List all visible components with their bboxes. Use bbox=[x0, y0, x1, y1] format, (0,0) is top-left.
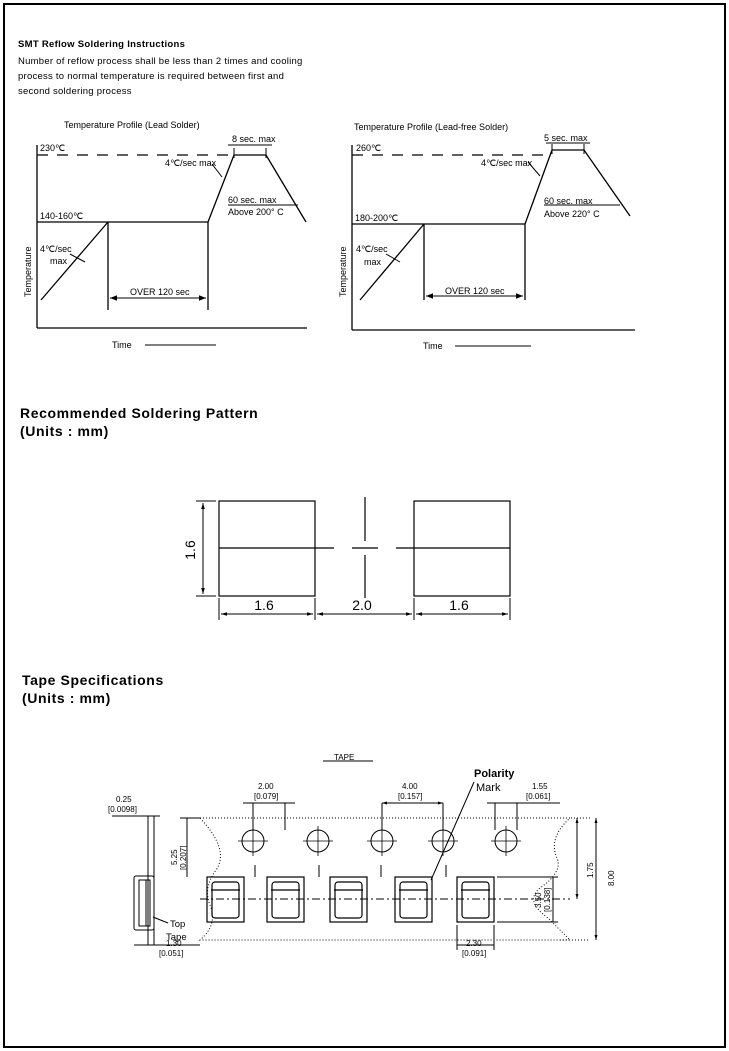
dim-1-30: 1.30 bbox=[166, 939, 182, 948]
dim-hole-edge-in: [0.207] bbox=[179, 846, 188, 870]
profile-leadfree-y-label: Temperature bbox=[338, 246, 348, 297]
tape-label: TAPE bbox=[334, 753, 354, 762]
profile-leadfree-preheat-temp: 180-200℃ bbox=[355, 213, 398, 223]
dim-pitch-2-in: [0.079] bbox=[254, 792, 278, 801]
profile-leadfree-preheat-time: OVER 120 sec bbox=[445, 286, 505, 296]
tape-title: Tape Specifications bbox=[22, 672, 164, 688]
polarity-mark-label: Mark bbox=[476, 782, 501, 794]
profile-lead-ramp-up-max: max bbox=[50, 256, 68, 266]
temperature-profiles: Temperature Profile (Lead Solder) 8 sec.… bbox=[23, 120, 635, 351]
profile-leadfree-labels: Temperature Profile (Lead-free Solder) 5… bbox=[338, 122, 600, 351]
profile-leadfree-peak-temp: 260℃ bbox=[356, 143, 381, 153]
tape-units: (Units : mm) bbox=[22, 690, 111, 706]
profile-leadfree-title: Temperature Profile (Lead-free Solder) bbox=[354, 122, 508, 132]
dim-1-30-in: [0.051] bbox=[159, 949, 183, 958]
profile-lead-ramp-down: 4℃/sec max bbox=[165, 158, 217, 168]
tape-drawing: TAPE Polarity Mark 0.25 [0.0098] 2.00 [0… bbox=[108, 753, 616, 958]
profile-lead-ramp-up: 4℃/sec bbox=[40, 244, 72, 254]
profile-leadfree-x-label: Time bbox=[423, 341, 443, 351]
profile-lead-preheat-temp: 140-160℃ bbox=[40, 211, 83, 221]
page-border bbox=[3, 3, 726, 1048]
pocket bbox=[329, 876, 368, 923]
pocket bbox=[206, 876, 245, 923]
profile-leadfree-ramp-up-max: max bbox=[364, 257, 382, 267]
pocket bbox=[266, 876, 305, 923]
reflow-text-line: Number of reflow process shall be less t… bbox=[18, 56, 303, 67]
reflow-text-line: process to normal temperature is require… bbox=[18, 71, 285, 82]
profile-lead-y-label: Temperature bbox=[23, 246, 33, 297]
dim-2-30: 2.30 bbox=[466, 939, 482, 948]
dim-3-50-in: [0.138] bbox=[543, 888, 552, 912]
dim-8-00: 8.00 bbox=[607, 870, 616, 886]
pattern-units: (Units : mm) bbox=[20, 423, 109, 439]
dim-pitch-2: 2.00 bbox=[258, 782, 274, 791]
dim-3-50: 3.50 bbox=[534, 892, 543, 908]
polarity-label: Polarity bbox=[474, 768, 515, 780]
dim-pitch-4: 4.00 bbox=[402, 782, 418, 791]
pocket bbox=[394, 876, 433, 923]
profile-lead bbox=[36, 144, 307, 346]
profile-leadfree-peak-time: 5 sec. max bbox=[544, 133, 588, 143]
dim-thickness: 0.25 bbox=[116, 795, 132, 804]
dim-hole-diameter-in: [0.061] bbox=[526, 792, 550, 801]
profile-lead-labels: Temperature Profile (Lead Solder) 8 sec.… bbox=[23, 120, 284, 350]
profile-lead-above-temp: Above 200° C bbox=[228, 207, 284, 217]
profile-lead-x-label: Time bbox=[112, 340, 132, 350]
profile-lead-above-time: 60 sec. max bbox=[228, 195, 277, 205]
profile-lead-title: Temperature Profile (Lead Solder) bbox=[64, 120, 200, 130]
soldering-pattern: 1.6 1.6 2.0 1.6 bbox=[182, 497, 511, 620]
dim-hole-edge: 5.25 bbox=[170, 849, 179, 865]
top-tape-label-2: Tape bbox=[166, 932, 187, 943]
dim-pitch-4-in: [0.157] bbox=[398, 792, 422, 801]
dim-1-75: 1.75 bbox=[586, 862, 595, 878]
profile-lead-peak-temp: 230℃ bbox=[40, 143, 65, 153]
pocket bbox=[456, 876, 495, 923]
profile-leadfree-above-time: 60 sec. max bbox=[544, 196, 593, 206]
dim-thickness-in: [0.0098] bbox=[108, 805, 137, 814]
pattern-pad-left-label: 1.6 bbox=[254, 597, 274, 613]
dim-hole-diameter: 1.55 bbox=[532, 782, 548, 791]
dim-2-30-in: [0.091] bbox=[462, 949, 486, 958]
profile-lead-peak-time: 8 sec. max bbox=[232, 134, 276, 144]
reflow-title: SMT Reflow Soldering Instructions bbox=[18, 39, 186, 50]
reflow-text-line: second soldering process bbox=[18, 86, 132, 97]
profile-leadfree-ramp-up: 4℃/sec bbox=[356, 244, 388, 254]
tape-side-view bbox=[133, 875, 155, 931]
pattern-pad-right-label: 1.6 bbox=[449, 597, 469, 613]
pattern-gap-label: 2.0 bbox=[352, 597, 372, 613]
pattern-title: Recommended Soldering Pattern bbox=[20, 405, 259, 421]
profile-lead-preheat-time: OVER 120 sec bbox=[130, 287, 190, 297]
top-tape-label: Top bbox=[170, 919, 185, 930]
profile-leadfree-ramp-down: 4℃/sec max bbox=[481, 158, 533, 168]
profile-leadfree bbox=[351, 142, 635, 347]
profile-leadfree-above-temp: Above 220° C bbox=[544, 209, 600, 219]
pattern-height-label: 1.6 bbox=[182, 540, 198, 560]
